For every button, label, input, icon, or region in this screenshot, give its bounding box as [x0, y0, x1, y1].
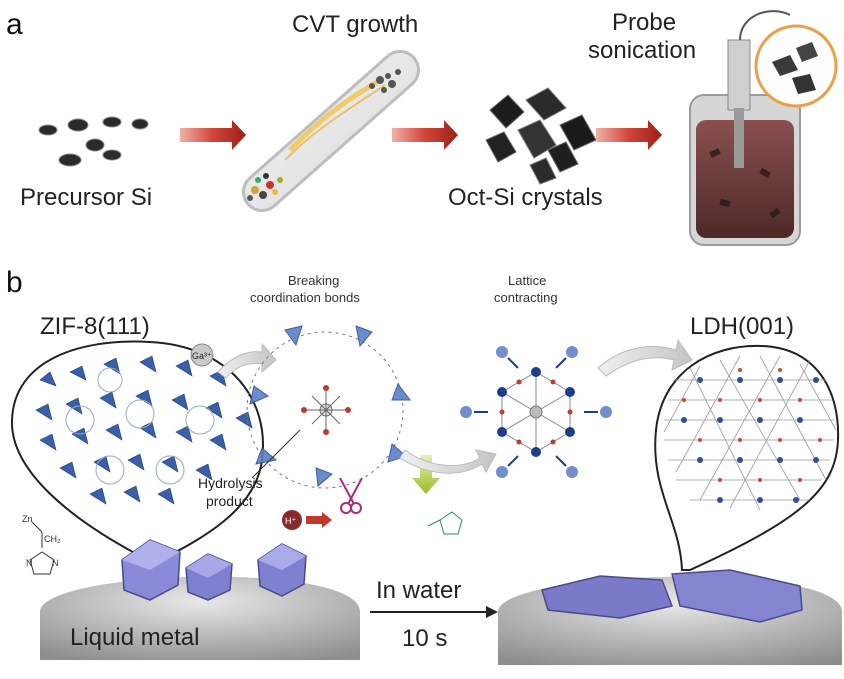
hydrolysis-pointer [251, 429, 301, 479]
reaction-arrow-head [486, 606, 498, 618]
probe-label-line2: sonication [588, 37, 696, 64]
precursor-si-label: Precursor Si [20, 184, 152, 211]
panel-b-letter: b [6, 266, 23, 299]
panel-a-letter: a [6, 8, 23, 41]
gray-arrow-to-ldh [597, 338, 693, 377]
ch2-label: CH₂ [44, 534, 61, 544]
oct-si-label: Oct-Si crystals [448, 184, 603, 211]
zn-label: Zn [22, 514, 33, 524]
breaking-label-line1: Breaking [288, 273, 339, 288]
h-arrow [306, 512, 332, 528]
hydrolysis-label-line2: product [206, 493, 253, 509]
oct-si-crystals [485, 87, 597, 185]
n-label-1: N [26, 558, 33, 568]
liquid-metal-left [40, 576, 360, 660]
process-arrow-3 [596, 120, 662, 150]
probe-label-line1: Probe [612, 9, 676, 36]
imidazole-fragment [427, 511, 463, 535]
lattice-label-line1: Lattice [508, 273, 546, 288]
n-label-2: N [52, 558, 59, 568]
ldh-label: LDH(001) [690, 313, 794, 340]
process-arrow-2 [392, 120, 458, 150]
lattice-label-line2: contracting [494, 290, 558, 305]
zif-label: ZIF-8(111) [40, 313, 150, 340]
zif8-magnified-bubble [10, 340, 264, 561]
sonication-bottle [689, 10, 838, 246]
green-arrow [412, 455, 440, 494]
gray-arrow-to-breaking [217, 342, 277, 379]
zif-crystals [121, 539, 307, 601]
scissors-icon [339, 477, 363, 514]
cvt-tube [242, 50, 420, 212]
panel-b: b ZIF-8(111) LDH(001) Breaking coordinat… [6, 266, 842, 665]
cvt-growth-label: CVT growth [292, 11, 418, 38]
gray-arrow-to-lattice [399, 449, 497, 474]
liquid-metal-label: Liquid metal [70, 624, 199, 651]
ldh-magnified-bubble [654, 344, 840, 571]
h-label: H⁺ [285, 516, 296, 526]
h-ion [282, 510, 302, 530]
ldh-sheets [541, 569, 803, 623]
in-water-label: In water [376, 577, 461, 604]
imidazole-structure [29, 521, 55, 575]
breaking-label-line2: coordination bonds [250, 290, 360, 305]
hydrolysis-label-line1: Hydrolysis [198, 475, 263, 491]
precursor-si-pebbles [38, 116, 149, 167]
time-label: 10 s [402, 625, 447, 652]
ga-label: Ga³⁺ [192, 351, 212, 361]
panel-a: a Precursor Si CVT growth [6, 8, 838, 246]
lattice-contracting [460, 346, 612, 478]
ga-ion [190, 343, 214, 367]
process-arrow-1 [180, 120, 246, 150]
breaking-coordination-ring [246, 325, 411, 489]
